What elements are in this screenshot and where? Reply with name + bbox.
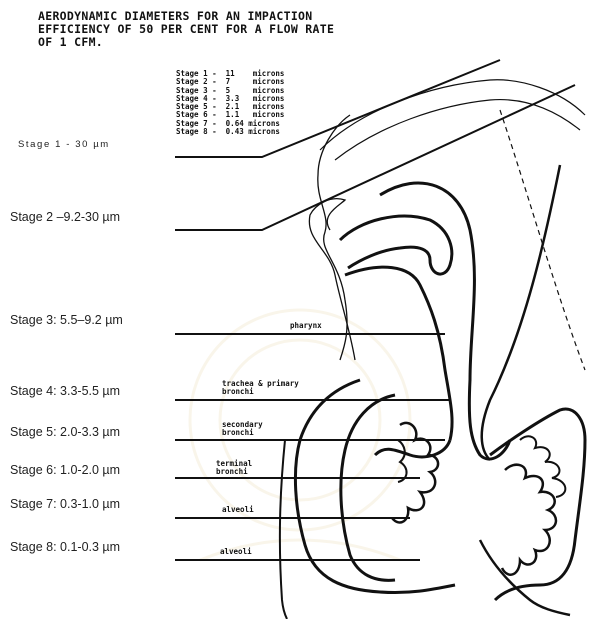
bronchi-branches-left bbox=[392, 423, 438, 523]
stage-5-label: Stage 5: 2.0-3.3 µm bbox=[10, 425, 120, 439]
skull-curve-inner bbox=[335, 100, 580, 160]
stage-table-row: Stage 8 - 0.43 microns bbox=[176, 128, 284, 136]
stage-3-label: Stage 3: 5.5–9.2 µm bbox=[10, 313, 123, 327]
body-lower-right bbox=[480, 540, 570, 615]
alveoli-label-2: alveoli bbox=[220, 548, 252, 556]
skull-curve-outer bbox=[320, 80, 585, 150]
stage-1-label: Stage 1 - 30 µm bbox=[18, 139, 110, 150]
pharynx-label: pharynx bbox=[290, 322, 322, 330]
airway-outer bbox=[380, 183, 510, 459]
spine-dashed bbox=[500, 110, 585, 370]
alveoli-label-1: alveoli bbox=[222, 506, 254, 514]
title-line-3: OF 1 CFM. bbox=[38, 36, 458, 49]
secondary-bronchi-label: secondary bronchi bbox=[222, 421, 263, 437]
diagram-title: AERODYNAMIC DIAMETERS FOR AN IMPACTION E… bbox=[38, 10, 458, 49]
stage-4-label: Stage 4: 3.3-5.5 µm bbox=[10, 384, 120, 398]
nasal-passage-outline bbox=[309, 199, 355, 360]
stage-2-label: Stage 2 –9.2-30 µm bbox=[10, 210, 120, 224]
head-outline bbox=[318, 115, 350, 360]
stage-7-label: Stage 7: 0.3-1.0 µm bbox=[10, 497, 120, 511]
bronchi-branches-right bbox=[502, 465, 556, 575]
terminal-bronchi-label: terminal bronchi bbox=[216, 460, 252, 476]
stage-6-label: Stage 6: 1.0-2.0 µm bbox=[10, 463, 120, 477]
stage-micron-table: Stage 1 - 11 microns Stage 2 - 7 microns… bbox=[176, 70, 284, 136]
stage-8-label: Stage 8: 0.1-0.3 µm bbox=[10, 540, 120, 554]
trachea-label: trachea & primary bronchi bbox=[222, 380, 299, 396]
pharynx-wall-front bbox=[340, 216, 452, 274]
